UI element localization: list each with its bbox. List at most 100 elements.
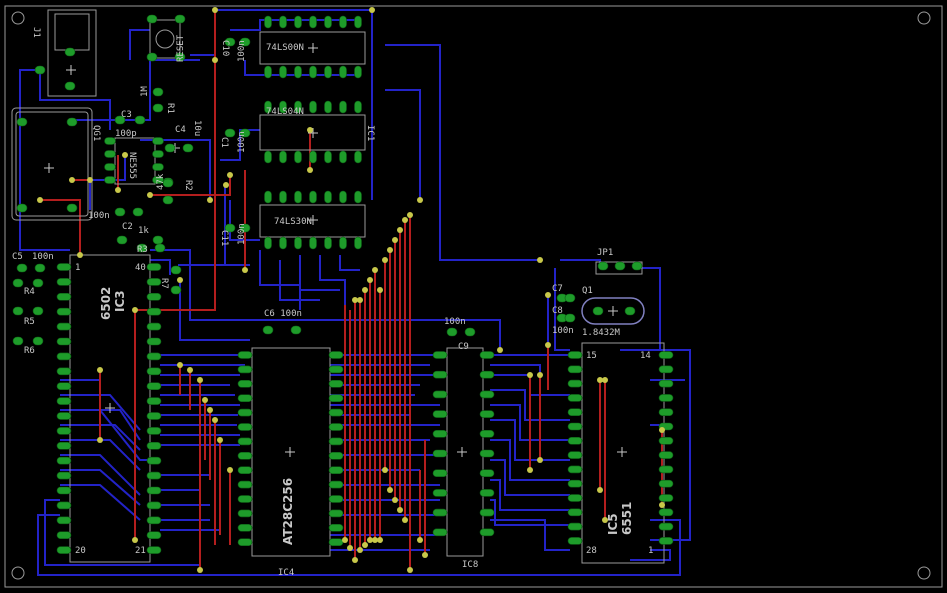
label-ic3: IC3	[113, 290, 127, 312]
ic-74ls04-pin	[309, 100, 317, 114]
via	[372, 267, 378, 273]
via	[377, 287, 383, 293]
label-ne555: NE555	[127, 152, 137, 179]
ic4-pin	[237, 379, 253, 388]
via	[227, 172, 233, 178]
ic4-pin	[328, 394, 344, 403]
ic5-pin	[567, 494, 583, 502]
ic3-pin	[56, 263, 72, 271]
ic4-pin	[328, 466, 344, 475]
component-pad	[34, 65, 46, 75]
ic5-pin	[567, 479, 583, 488]
ic3-pin	[146, 322, 162, 331]
label-c9: C9	[458, 342, 469, 352]
ic3-pin	[56, 486, 72, 495]
label-ic5: IC5	[606, 513, 620, 535]
component-pad	[597, 261, 609, 271]
ic5-pin	[567, 394, 583, 402]
via	[407, 567, 413, 573]
label-r3: R3	[137, 245, 148, 255]
label-r3-val: 1k	[138, 226, 149, 236]
ic3-pin	[146, 501, 162, 510]
ic5-pin	[567, 365, 583, 374]
ic-74ls04-pin	[294, 150, 302, 164]
component-pad	[132, 207, 144, 217]
component-pad	[614, 261, 626, 271]
ic8-pin	[432, 449, 448, 458]
ic5-pin	[567, 508, 583, 517]
component-pad	[162, 195, 174, 205]
ic8-pin	[432, 410, 448, 418]
via	[527, 372, 533, 378]
ic3-pin	[56, 278, 72, 286]
component-pad	[16, 203, 28, 213]
label-r2: R2	[183, 180, 193, 191]
component-pad	[290, 325, 302, 335]
via	[377, 537, 383, 543]
ic8-pin	[432, 370, 448, 379]
via	[597, 377, 603, 383]
ic5-pin	[658, 408, 674, 417]
label-ic3-part: 6502	[99, 287, 113, 320]
component-pad	[16, 117, 28, 127]
via	[402, 517, 408, 523]
ic-74ls04-pin	[339, 150, 347, 164]
via	[362, 287, 368, 293]
via	[597, 487, 603, 493]
j1-outline	[47, 9, 97, 97]
via	[602, 517, 608, 523]
ic4-pin	[237, 538, 253, 547]
ic4-pin	[237, 495, 253, 503]
via	[227, 467, 233, 473]
via	[417, 197, 423, 203]
ic8-pin	[432, 528, 448, 537]
ic3-pin	[146, 412, 162, 420]
component-pad	[12, 278, 24, 288]
ic-74ls30-pin	[279, 236, 287, 250]
ic-74ls04-outline	[259, 114, 366, 151]
ic8-pin	[479, 528, 495, 537]
via	[602, 377, 608, 383]
ic3-pin	[56, 352, 72, 361]
component-pad	[152, 87, 164, 97]
via	[212, 57, 218, 63]
ic8-pin	[479, 508, 495, 517]
ic4-pin	[328, 408, 344, 417]
ic-74ls30-pin	[264, 236, 272, 250]
ic3-pin	[146, 441, 162, 450]
component-pad	[592, 306, 604, 316]
label-reset: RESET	[176, 34, 186, 62]
label-qg1: QG1	[91, 125, 101, 141]
ic-74ls00-pin	[354, 65, 362, 79]
ic8-pin	[479, 410, 495, 418]
ic-74ls04-pin	[354, 100, 362, 114]
component-pad	[170, 265, 182, 275]
label-ic3-pin21: 21	[135, 546, 146, 556]
component-pad	[152, 235, 164, 245]
via	[392, 497, 398, 503]
ic3-pin	[56, 307, 72, 316]
via	[122, 152, 128, 158]
ic3-pin	[56, 412, 72, 420]
ic3-pin	[146, 292, 162, 301]
via	[242, 267, 248, 273]
label-c11-val: 100n	[237, 223, 247, 245]
ic-74ls00-pin	[294, 65, 302, 79]
component-pad	[66, 203, 78, 213]
via	[545, 292, 551, 298]
ic-74ls00-pin	[354, 15, 362, 29]
ic8-pin	[479, 370, 495, 379]
component-pad	[224, 128, 236, 138]
ne555-pin	[104, 137, 116, 145]
label-c2: C2	[122, 222, 133, 232]
mount-hole	[11, 566, 25, 580]
ic5-pin	[567, 408, 583, 417]
label-ic5-pin14: 14	[640, 351, 651, 361]
component-pad	[162, 178, 174, 188]
label-c10: C10	[220, 40, 230, 56]
via	[387, 487, 393, 493]
ic4-pin	[328, 351, 344, 359]
ic5-pin	[567, 351, 583, 359]
ic4-pin	[237, 480, 253, 489]
ne555-pin	[152, 150, 164, 158]
